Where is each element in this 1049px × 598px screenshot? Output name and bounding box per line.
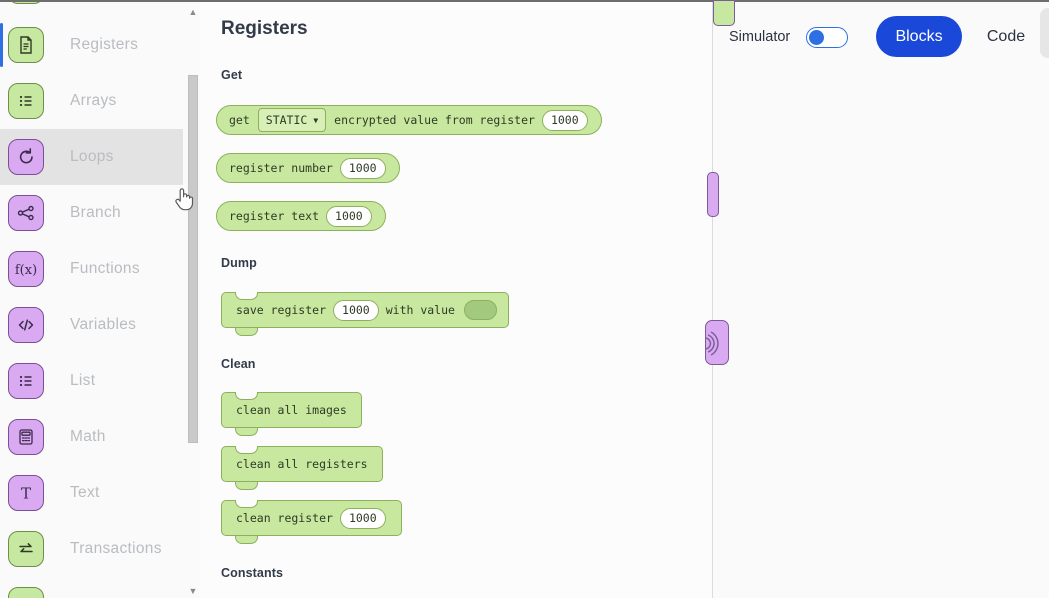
section-label-constants: Constants <box>221 566 284 580</box>
sidebar-item-label: Transactions <box>70 540 162 557</box>
register-number-field[interactable]: 1000 <box>339 507 386 529</box>
text-t-icon: T <box>8 475 44 511</box>
sidebar-item-partial-top[interactable] <box>0 2 183 14</box>
block-register-text[interactable]: register text 1000 <box>216 201 386 231</box>
sidebar-item-text[interactable]: T Text <box>0 465 183 521</box>
active-accent-bar <box>0 247 3 291</box>
workspace-block-partial-bottom[interactable] <box>705 320 729 365</box>
chevron-down-icon: ▼ <box>313 115 319 125</box>
block-text: clean all registers <box>236 457 368 471</box>
sidebar-item-label: Registers <box>70 36 139 53</box>
sidebar-item-label: Functions <box>70 260 140 277</box>
exchange-arrows-icon <box>8 531 44 567</box>
sidebar-item-list[interactable]: List <box>0 353 183 409</box>
section-label-dump: Dump <box>221 256 257 270</box>
flyout-title: Registers <box>221 18 308 39</box>
block-text: register text <box>229 209 320 223</box>
workspace-area[interactable]: Simulator Blocks Code <box>705 0 1049 598</box>
block-text: clean register <box>236 511 333 525</box>
section-label-clean: Clean <box>221 357 256 371</box>
sidebar-item-functions[interactable]: f(x) Functions <box>0 241 183 297</box>
block-save-register[interactable]: save register 1000 with value <box>221 291 509 336</box>
sidebar-item-branch[interactable]: Branch <box>0 185 183 241</box>
code-brackets-icon <box>8 307 44 343</box>
register-number-field[interactable]: 1000 <box>541 109 588 131</box>
static-dropdown-field[interactable]: STATIC ▼ <box>257 108 327 132</box>
block-prefix-text: get <box>229 113 250 127</box>
active-accent-bar <box>0 135 3 179</box>
loop-refresh-icon <box>8 139 44 175</box>
code-tab-button[interactable]: Code <box>971 16 1041 57</box>
simulator-toggle[interactable] <box>806 27 848 48</box>
sidebar-item-arrays[interactable]: Arrays <box>0 73 183 129</box>
function-fx-icon: f(x) <box>8 251 44 287</box>
sidebar-item-loops[interactable]: Loops <box>0 129 183 185</box>
block-middle-text: encrypted value from register <box>334 113 535 127</box>
category-sidebar: Registers Arrays <box>0 2 183 598</box>
document-icon <box>8 27 44 63</box>
svg-text:f(x): f(x) <box>15 263 37 278</box>
register-number-field[interactable]: 1000 <box>339 157 386 179</box>
block-register-number[interactable]: register number 1000 <box>216 153 400 183</box>
block-suffix-text: with value <box>385 303 455 317</box>
branch-icon <box>8 195 44 231</box>
active-accent-bar <box>0 471 3 515</box>
sidebar-item-partial-bottom[interactable] <box>0 577 183 598</box>
active-accent-bar <box>0 191 3 235</box>
block-clean-register[interactable]: clean register 1000 <box>221 499 402 544</box>
blocks-tab-button[interactable]: Blocks <box>876 16 962 57</box>
register-number-field[interactable]: 1000 <box>326 205 372 227</box>
sidebar-item-label: Loops <box>70 148 114 165</box>
block-text: clean all images <box>236 403 347 417</box>
partial-bottom-icon <box>8 587 44 598</box>
active-accent-bar <box>0 527 3 571</box>
sidebar-item-label: Math <box>70 428 106 445</box>
block-prefix-text: save register <box>236 303 327 317</box>
partial-icon <box>8 2 44 4</box>
svg-text:T: T <box>21 485 31 503</box>
list-icon <box>8 363 44 399</box>
value-input-socket[interactable] <box>463 300 497 320</box>
block-text: register number <box>229 161 333 175</box>
block-clean-all-registers[interactable]: clean all registers <box>221 445 383 490</box>
toggle-knob <box>808 29 824 45</box>
sidebar-item-label: Text <box>70 484 100 501</box>
sidebar-item-label: Arrays <box>70 92 117 109</box>
sidebar-item-label: List <box>70 372 96 389</box>
window-top-border <box>0 0 1049 2</box>
sidebar-item-math[interactable]: Math <box>0 409 183 465</box>
sidebar-item-transactions[interactable]: Transactions <box>0 521 183 577</box>
workspace-block-partial-top[interactable] <box>713 0 735 26</box>
workspace-block-partial-middle[interactable] <box>707 172 719 217</box>
register-number-field[interactable]: 1000 <box>333 299 379 321</box>
scroll-down-arrow-icon[interactable]: ▼ <box>188 586 198 596</box>
active-accent-bar <box>0 23 3 67</box>
active-accent-bar <box>0 2 3 8</box>
sidebar-item-variables[interactable]: Variables <box>0 297 183 353</box>
sidebar-item-label: Branch <box>70 204 121 221</box>
sidebar-item-label: Variables <box>70 316 137 333</box>
block-get-encrypted-value[interactable]: get STATIC ▼ encrypted value from regist… <box>216 105 602 135</box>
calculator-icon <box>8 419 44 455</box>
active-accent-bar <box>0 359 3 403</box>
scrollbar-thumb[interactable] <box>188 75 198 443</box>
active-accent-bar <box>0 415 3 459</box>
sound-waves-icon <box>706 331 719 356</box>
active-accent-bar <box>0 79 3 123</box>
dropdown-value: STATIC <box>265 113 308 127</box>
simulator-label: Simulator <box>729 29 791 45</box>
scroll-up-arrow-icon[interactable]: ▲ <box>188 7 198 17</box>
section-label-get: Get <box>221 68 243 82</box>
sidebar-item-registers[interactable]: Registers <box>0 17 183 73</box>
active-accent-bar <box>0 583 3 598</box>
sidebar-scrollbar[interactable]: ▲ ▼ <box>186 2 200 598</box>
right-edge-handle[interactable] <box>1040 8 1049 58</box>
list-icon <box>8 83 44 119</box>
blocks-flyout-panel: Registers Get get STATIC ▼ encrypted val… <box>200 2 713 598</box>
block-clean-all-images[interactable]: clean all images <box>221 391 362 436</box>
active-accent-bar <box>0 303 3 347</box>
